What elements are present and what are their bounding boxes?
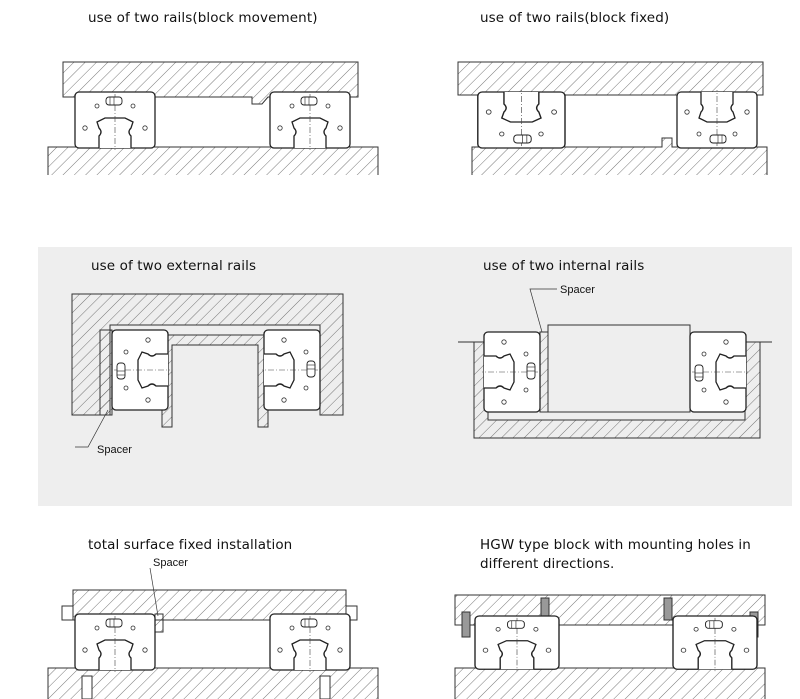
title-total-surface: total surface fixed installation	[88, 537, 293, 553]
title-hgw-line1: HGW type block with mounting holes in	[480, 537, 751, 553]
title-internal-rails: use of two internal rails	[483, 258, 645, 274]
spacer-label-external: Spacer	[97, 444, 132, 456]
spacer-label-total-surface: Spacer	[153, 557, 188, 569]
title-hgw-line2: different directions.	[480, 556, 615, 572]
diagram-hgw-block	[454, 594, 766, 699]
title-external-rails: use of two external rails	[91, 258, 257, 274]
title-block-movement: use of two rails(block movement)	[88, 10, 318, 26]
spacer-leader-line	[149, 567, 159, 617]
diagram-external-rails	[71, 293, 344, 448]
spacer-leader-line	[529, 288, 557, 333]
diagram-block-fixed	[457, 61, 768, 175]
spacer-leader-line	[75, 409, 109, 448]
diagram-total-surface	[47, 567, 379, 699]
diagram-internal-rails	[458, 288, 772, 439]
spacer-label-internal: Spacer	[560, 284, 595, 296]
diagram-block-movement	[47, 61, 379, 175]
title-block-fixed: use of two rails(block fixed)	[480, 10, 670, 26]
